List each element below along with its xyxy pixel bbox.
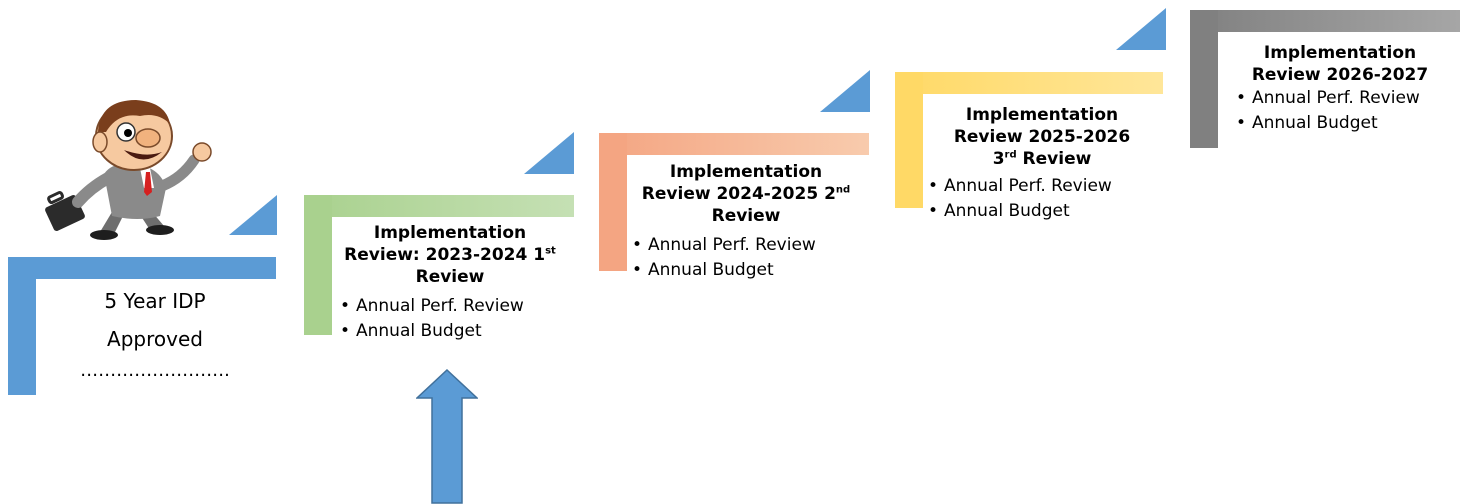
corner-triangle-icon bbox=[524, 132, 574, 174]
step-3-bullet-1: Annual Perf. Review bbox=[632, 233, 860, 258]
corner-triangle-icon bbox=[1116, 8, 1166, 50]
step-2-title-line-1: Implementation bbox=[373, 223, 527, 243]
step-5-title: Implementation Review 2026-2027 bbox=[1222, 42, 1458, 86]
step-3-title-sup: nd bbox=[835, 184, 851, 196]
step-1-side-bar bbox=[8, 257, 36, 395]
step-5-title-line-2: Review 2026-2027 bbox=[1251, 65, 1429, 85]
step-3-bullets: Annual Perf. Review Annual Budget bbox=[632, 233, 860, 283]
idp-line-2: Approved bbox=[107, 327, 203, 351]
step-4-title: Implementation Review 2025-2026 3rd Revi… bbox=[928, 104, 1156, 170]
step-3-title: Implementation Review 2024-2025 2nd Revi… bbox=[632, 161, 860, 227]
idp-text-block: 5 Year IDP Approved ……………………. bbox=[40, 282, 270, 384]
step-3-title-line-3: Review bbox=[711, 206, 781, 226]
step-3-title-line-1: Implementation bbox=[669, 162, 823, 182]
step-4-frame bbox=[895, 72, 1163, 208]
step-4-bullet-1: Annual Perf. Review bbox=[928, 174, 1156, 199]
step-2-title: Implementation Review: 2023-2024 1st Rev… bbox=[336, 222, 564, 288]
step-5-bullets: Annual Perf. Review Annual Budget bbox=[1222, 86, 1458, 136]
step-5-bullet-2: Annual Budget bbox=[1236, 111, 1458, 136]
step-2-bullet-1: Annual Perf. Review bbox=[340, 294, 564, 319]
step-2-content: Implementation Review: 2023-2024 1st Rev… bbox=[336, 222, 564, 344]
step-4-bullets: Annual Perf. Review Annual Budget bbox=[928, 174, 1156, 224]
step-2-bullets: Annual Perf. Review Annual Budget bbox=[336, 294, 564, 344]
step-2-title-sup: st bbox=[545, 245, 556, 257]
step-3-bullet-2: Annual Budget bbox=[632, 258, 860, 283]
corner-triangle-icon bbox=[229, 195, 277, 235]
step-3-title-text: Review 2024-2025 2 bbox=[641, 184, 836, 204]
step-5-bullet-1: Annual Perf. Review bbox=[1236, 86, 1458, 111]
businessman-cartoon-icon bbox=[45, 100, 212, 240]
step-4-title-line-2: Review 2025-2026 bbox=[953, 127, 1131, 147]
step-4-title-line-3: 3rd Review bbox=[928, 148, 1156, 170]
step-5-frame bbox=[1190, 10, 1460, 148]
step-5-content: Implementation Review 2026-2027 Annual P… bbox=[1222, 42, 1458, 136]
step-2-title-line-2: Review: 2023-2024 1st bbox=[336, 244, 564, 266]
step-1-top-bar bbox=[8, 257, 276, 279]
step-4-title-line-1: Implementation bbox=[965, 105, 1119, 125]
up-arrow-icon bbox=[416, 369, 478, 504]
step-2-title-line-3: Review bbox=[415, 267, 485, 287]
corner-triangle-icon bbox=[820, 70, 870, 112]
step-4-content: Implementation Review 2025-2026 3rd Revi… bbox=[928, 104, 1156, 224]
step-2-frame bbox=[304, 195, 574, 335]
step-5-title-line-1: Implementation bbox=[1263, 43, 1417, 63]
idp-line-3: ……………………. bbox=[80, 360, 230, 381]
step-4-title-sup: rd bbox=[1004, 149, 1017, 161]
step-4-title-num: 3 bbox=[992, 149, 1005, 169]
step-2-bullet-2: Annual Budget bbox=[340, 319, 564, 344]
step-3-frame bbox=[599, 133, 869, 271]
step-4-bullet-2: Annual Budget bbox=[928, 199, 1156, 224]
idp-line-1: 5 Year IDP bbox=[104, 289, 206, 313]
step-3-content: Implementation Review 2024-2025 2nd Revi… bbox=[632, 161, 860, 283]
step-2-title-text: Review: 2023-2024 1 bbox=[344, 245, 546, 265]
step-3-title-line-2: Review 2024-2025 2nd bbox=[632, 183, 860, 205]
step-4-title-word: Review bbox=[1016, 149, 1092, 169]
